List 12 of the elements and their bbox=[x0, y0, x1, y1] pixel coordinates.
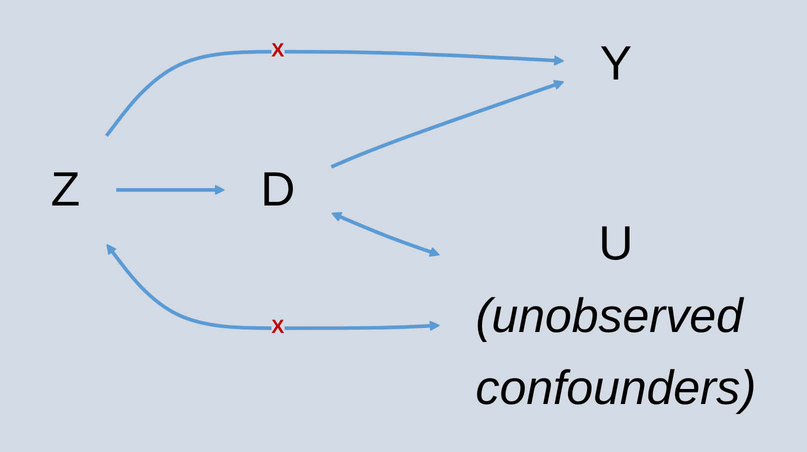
node-text: U bbox=[598, 218, 634, 270]
arrow bbox=[105, 50, 564, 137]
arrow bbox=[106, 244, 440, 332]
node-text: Y bbox=[600, 37, 632, 90]
node-text: Z bbox=[50, 163, 80, 216]
edge-label: X bbox=[271, 40, 284, 62]
node-label: (unobserved confounders) bbox=[476, 290, 756, 415]
arrow bbox=[331, 212, 440, 257]
arrow bbox=[116, 184, 225, 196]
node-text: D bbox=[260, 163, 296, 216]
arrow bbox=[330, 80, 564, 169]
edge-label: X bbox=[271, 317, 284, 338]
